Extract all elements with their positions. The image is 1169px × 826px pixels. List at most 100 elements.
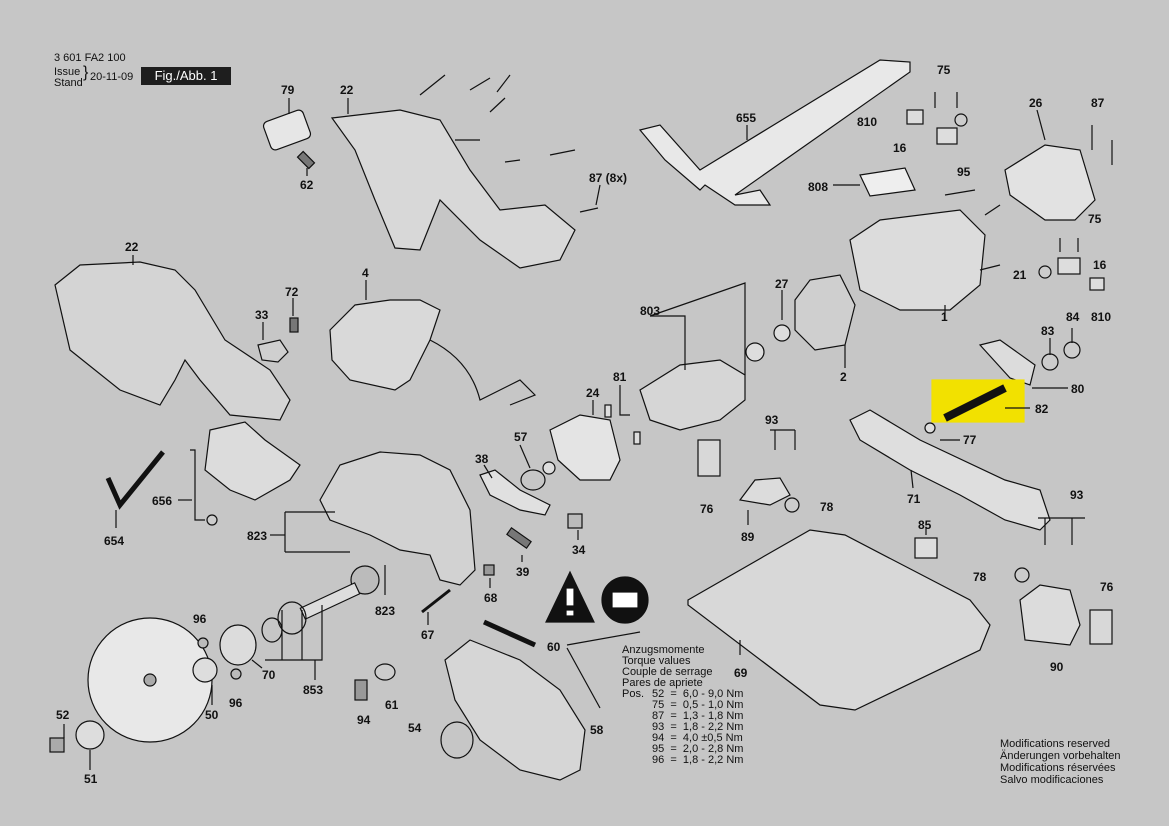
label-78-right: 78 [973,570,987,584]
label-84: 84 [1066,310,1080,324]
part-16-brush-a [936,127,958,145]
torque-pos-label: Pos. [622,688,645,700]
mods-de: Änderungen vorbehalten [1000,750,1121,762]
part-22-handle-upper [330,109,576,269]
part-60-spring [482,619,537,648]
label-60: 60 [547,640,561,654]
label-33: 33 [255,308,269,322]
label-656: 656 [152,494,173,508]
part-22-battery-handle [54,261,291,421]
label-76-right: 76 [1100,580,1114,594]
label-22-upper: 22 [340,83,354,97]
label-61: 61 [385,698,399,712]
part-39-spring [506,527,532,549]
torque-row: 94 = 4,0 ±0,5 Nm [652,733,743,744]
torque-equals: = [664,699,683,711]
part-72-spring [289,317,299,333]
label-79: 79 [281,83,295,97]
label-655: 655 [736,111,757,125]
part-81-pins [604,404,612,418]
torque-pos: 87 [652,710,665,722]
part-1-motor-housing [849,209,986,311]
part-24-fan-guide [549,414,621,481]
torque-pos: 94 [652,732,665,744]
torque-pos: 95 [652,743,665,755]
part-4-switch [329,299,441,391]
torque-row: 52 = 6,0 - 9,0 Nm [652,689,743,700]
label-654: 654 [104,534,125,548]
label-50: 50 [205,708,219,722]
label-85: 85 [918,518,932,532]
part-85-clip [914,537,938,559]
label-853: 853 [303,683,324,697]
torque-pos: 96 [652,754,665,766]
label-54: 54 [408,721,422,735]
part-94-bolt [354,679,368,701]
part-78-pin-b [1014,567,1030,583]
torque-pos: 75 [652,699,665,711]
label-39: 39 [516,565,530,579]
label-90: 90 [1050,660,1064,674]
torque-equals: = [664,688,683,700]
part-spindle [299,582,361,620]
label-34: 34 [572,543,586,557]
part-76-block-a [697,439,721,477]
label-823-a: 823 [247,529,268,543]
torque-value: 0,5 - 1,0 Nm [682,699,744,711]
label-26: 26 [1029,96,1043,110]
label-78-mid: 78 [820,500,834,514]
doc-number: 3 601 FA2 100 [54,52,126,64]
part-79-pad [262,109,312,151]
label-27: 27 [775,277,789,291]
label-2: 2 [840,370,847,384]
issue-date: 20-11-09 [90,71,134,83]
part-656-dust-chute [204,421,301,501]
torque-value: 1,3 - 1,8 Nm [682,710,744,722]
part-61-knob [374,663,396,681]
part-26-end-cap [1004,144,1096,221]
part-51-flange [75,720,105,750]
torque-value: 6,0 - 9,0 Nm [682,688,744,700]
part-96-screw-b [230,668,242,680]
part-84-knob [1063,341,1081,359]
part-54-ring [440,721,474,759]
torque-pos: 93 [652,721,665,733]
part-68-nut [483,564,495,576]
label-95: 95 [957,165,971,179]
label-810-mid: 810 [1091,310,1112,324]
torque-row: 87 = 1,3 - 1,8 Nm [652,711,743,722]
label-89: 89 [741,530,755,544]
label-69: 69 [734,666,748,680]
label-96-a: 96 [193,612,207,626]
label-16-top: 16 [893,141,907,155]
torque-row: 75 = 0,5 - 1,0 Nm [652,700,743,711]
part-62-screw [296,150,316,170]
label-52: 52 [56,708,70,722]
torque-row: 93 = 1,8 - 2,2 Nm [652,722,743,733]
figure-label: Fig./Abb. 1 [141,67,231,85]
label-83: 83 [1041,324,1055,338]
part-803-armature [639,359,746,431]
label-72: 72 [285,285,299,299]
part-69-base-plate [687,529,991,711]
label-81: 81 [613,370,627,384]
part-810-holder-a [906,109,924,125]
part-2-stator [794,274,856,351]
part-90-bracket [1019,584,1081,646]
mods-fr: Modifications réservées [1000,762,1116,774]
torque-equals: = [664,721,683,733]
label-82: 82 [1035,402,1049,416]
part-33-knob [257,339,289,363]
torque-row: 95 = 2,0 - 2,8 Nm [652,744,743,755]
torque-title-de: Anzugsmomente [622,644,705,656]
label-80: 80 [1071,382,1085,396]
mods-en: Modifications reserved [1000,738,1111,750]
label-22-left: 22 [125,240,139,254]
part-saw-blade [87,617,213,743]
part-spring-ring [277,601,307,635]
part-78-pin-a [784,497,800,513]
part-655-rule [638,59,911,206]
torque-equals: = [664,732,683,744]
torque-title-fr: Couple de serrage [622,666,713,678]
